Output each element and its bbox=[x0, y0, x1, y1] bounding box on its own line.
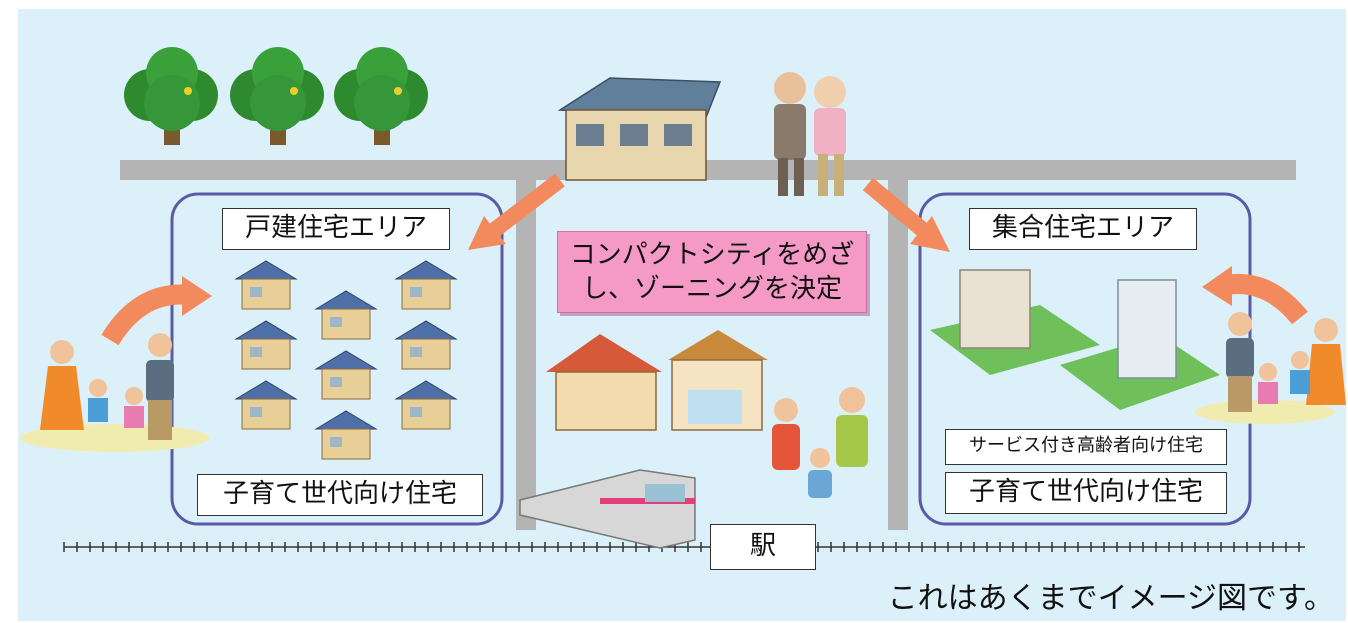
family-left-illustration bbox=[20, 333, 210, 452]
family-center-illustration bbox=[772, 387, 868, 498]
compact-city-line-2: し、ゾーニングを決定 bbox=[581, 274, 842, 304]
detached-houses-illustration bbox=[234, 260, 458, 460]
collective-zone-subtitle-2: 子育て世代向け住宅 bbox=[945, 472, 1227, 514]
arrow-family-right bbox=[1202, 266, 1308, 325]
shops-illustration bbox=[546, 330, 768, 431]
detached-house-icon bbox=[234, 260, 298, 310]
station-label: 駅 bbox=[710, 524, 816, 570]
detached-house-icon bbox=[234, 320, 298, 370]
trees-illustration bbox=[124, 47, 428, 145]
detached-house-icon bbox=[394, 320, 458, 370]
side-road-right bbox=[888, 160, 908, 530]
detached-house-icon bbox=[314, 290, 378, 340]
railway-ties bbox=[63, 542, 1300, 552]
elderly-couple-illustration bbox=[774, 72, 846, 196]
detached-house-icon bbox=[394, 260, 458, 310]
arrow-to-collective bbox=[862, 177, 950, 252]
disclaimer-note: これはあくまでイメージ図です。 bbox=[887, 581, 1334, 616]
arrow-to-detached bbox=[468, 173, 565, 250]
train-illustration bbox=[519, 469, 696, 549]
collective-zone-title: 集合住宅エリア bbox=[969, 208, 1197, 250]
side-road-left bbox=[516, 160, 536, 530]
detached-house-icon bbox=[314, 410, 378, 460]
detached-zone-box bbox=[170, 192, 504, 526]
main-road bbox=[120, 160, 1296, 180]
detached-house-icon bbox=[394, 380, 458, 430]
apartment-buildings-illustration bbox=[930, 269, 1220, 410]
detached-house-icon bbox=[234, 380, 298, 430]
arrow-family-left bbox=[101, 276, 212, 346]
family-right-illustration bbox=[1195, 312, 1346, 424]
detached-zone-title: 戸建住宅エリア bbox=[222, 208, 450, 250]
collective-zone-subtitle-1: サービス付き高齢者向け住宅 bbox=[945, 429, 1227, 465]
old-house-illustration bbox=[557, 77, 722, 181]
compact-city-line-1: コンパクトシティをめざ bbox=[569, 240, 855, 270]
detached-house-icon bbox=[314, 350, 378, 400]
detached-zone-subtitle: 子育て世代向け住宅 bbox=[197, 474, 483, 516]
compact-city-callout: コンパクトシティをめざ し、ゾーニングを決定 bbox=[557, 231, 867, 313]
